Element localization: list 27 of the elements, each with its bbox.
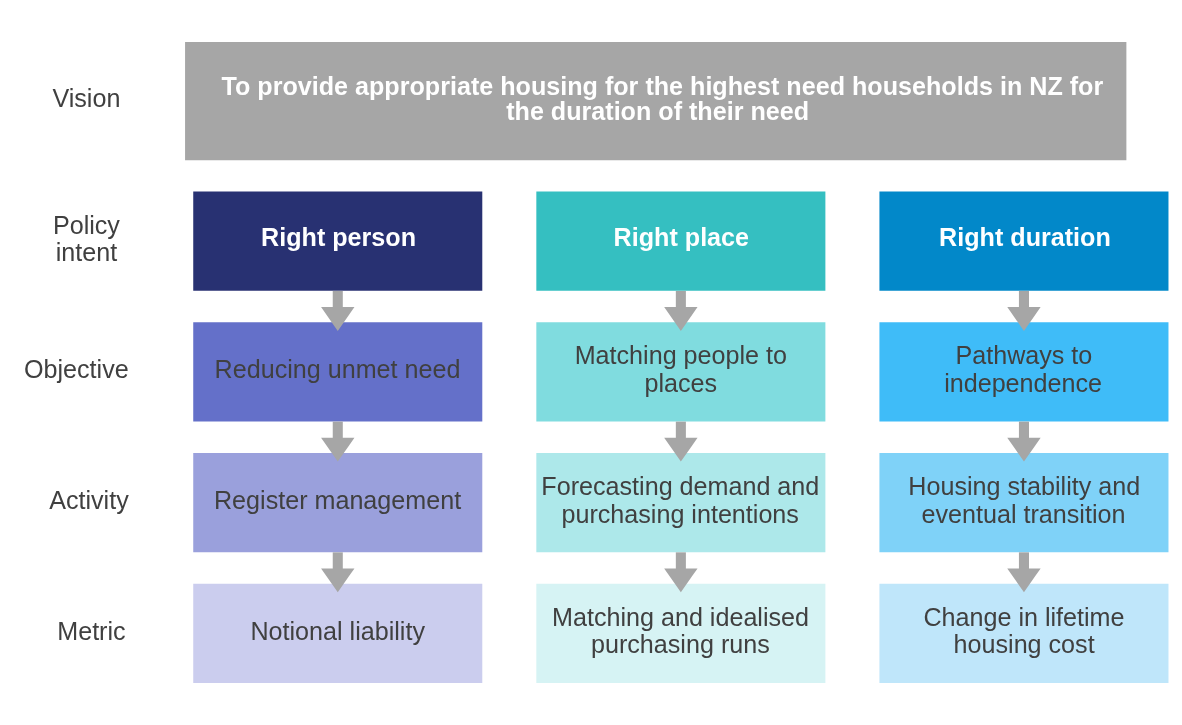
- node-box: Reducing unmet need: [193, 322, 483, 422]
- arrow: [664, 421, 698, 462]
- arrow: [1007, 290, 1041, 331]
- node-box: Right duration: [879, 191, 1169, 291]
- label: Vision: [52, 84, 121, 113]
- arrow: [321, 290, 355, 331]
- arrow: [321, 552, 355, 593]
- arrow: [321, 421, 355, 462]
- node-box: Register management: [193, 453, 483, 553]
- node-box: To provide appropriate housing for the highest need households in NZ for the duration of their need: [185, 42, 1127, 161]
- node-box: Matching and idealised purchasing runs: [536, 583, 826, 683]
- node-box: Pathways to independence: [879, 322, 1169, 422]
- node-box: Right place: [536, 191, 826, 291]
- arrow: [1007, 421, 1041, 462]
- label: Objective: [23, 355, 129, 384]
- label: Metric: [57, 616, 126, 645]
- node-box: Right person: [193, 191, 483, 291]
- arrow: [664, 552, 698, 593]
- arrow: [1007, 552, 1041, 593]
- node-box: Notional liability: [193, 583, 483, 683]
- node-box: Housing stability and eventual transition: [879, 453, 1169, 553]
- node-box: Matching people to places: [536, 322, 826, 422]
- label: Activity: [49, 485, 129, 514]
- arrow: [664, 290, 698, 331]
- label: Policy intent: [52, 210, 120, 267]
- node-box: Change in lifetime housing cost: [879, 583, 1169, 683]
- node-box: Forecasting demand and purchasing intentions: [536, 453, 826, 553]
